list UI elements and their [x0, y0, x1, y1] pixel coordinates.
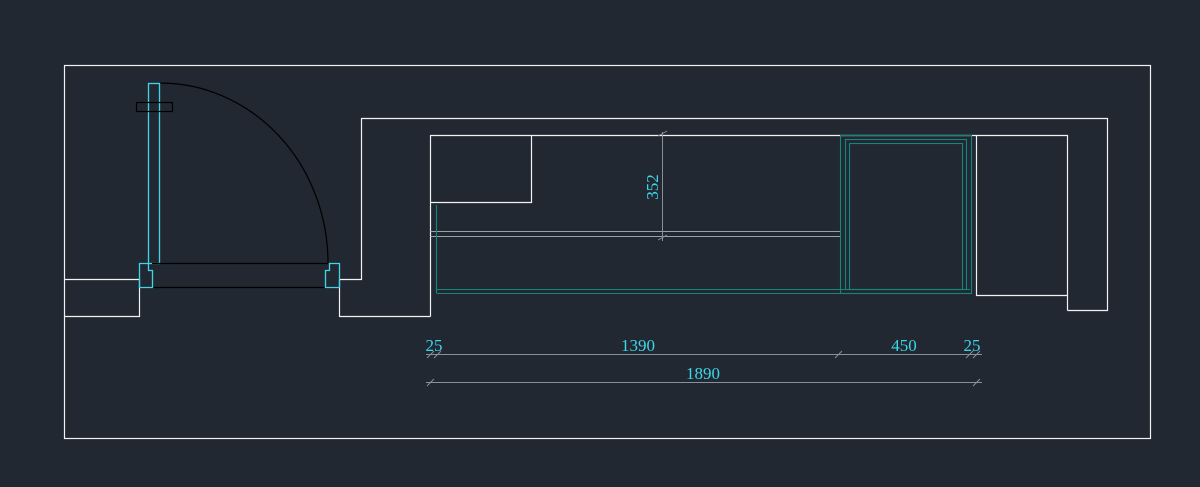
- room-walls: [339, 117, 1109, 312]
- dim-total-tick-right: [972, 378, 981, 387]
- door-leaf: [147, 82, 161, 265]
- dim-352-tick-bottom: [657, 234, 668, 241]
- teal-appliance-mid: [844, 138, 968, 291]
- dim-352-label: 352: [643, 174, 662, 200]
- dim-seg-tick-4: [965, 350, 974, 359]
- teal-fixtures: [435, 134, 973, 295]
- dim-seg-tick-3: [834, 350, 843, 359]
- dim-450-label: 450: [891, 336, 917, 355]
- dim-25-right-label: 25: [964, 336, 981, 355]
- door-handle: [135, 101, 174, 113]
- dim-seg-tick-1: [426, 350, 435, 359]
- door-frame-left: [138, 262, 154, 289]
- dim-total-tick-left: [426, 378, 435, 387]
- dim-1890-label: 1890: [686, 364, 720, 383]
- dimension-total: [426, 378, 982, 387]
- dim-352-tick-top: [657, 130, 668, 137]
- dimension-352: 352: [643, 130, 668, 241]
- lower-wall: [338, 279, 431, 318]
- dim-25-left-label: 25: [426, 336, 443, 355]
- outer-frame: [63, 64, 1152, 440]
- dim-1390-label: 1390: [621, 336, 655, 355]
- counter-cabinet: [429, 134, 1069, 317]
- door: [135, 82, 341, 289]
- upper-cabinet: [430, 135, 533, 204]
- dim-seg-tick-2: [433, 350, 442, 359]
- wall-outline: [64, 117, 1109, 318]
- left-wall-stub: [64, 278, 141, 318]
- teal-appliance-inner: [848, 142, 964, 291]
- door-swing-arc: [159, 82, 329, 264]
- right-cabinet: [975, 135, 1068, 297]
- counter-outline: [429, 134, 1069, 317]
- door-frame-right: [324, 262, 341, 289]
- dim-seg-tick-5: [972, 350, 981, 359]
- dimension-segments: [426, 350, 982, 359]
- teal-appliance-outer: [839, 134, 973, 295]
